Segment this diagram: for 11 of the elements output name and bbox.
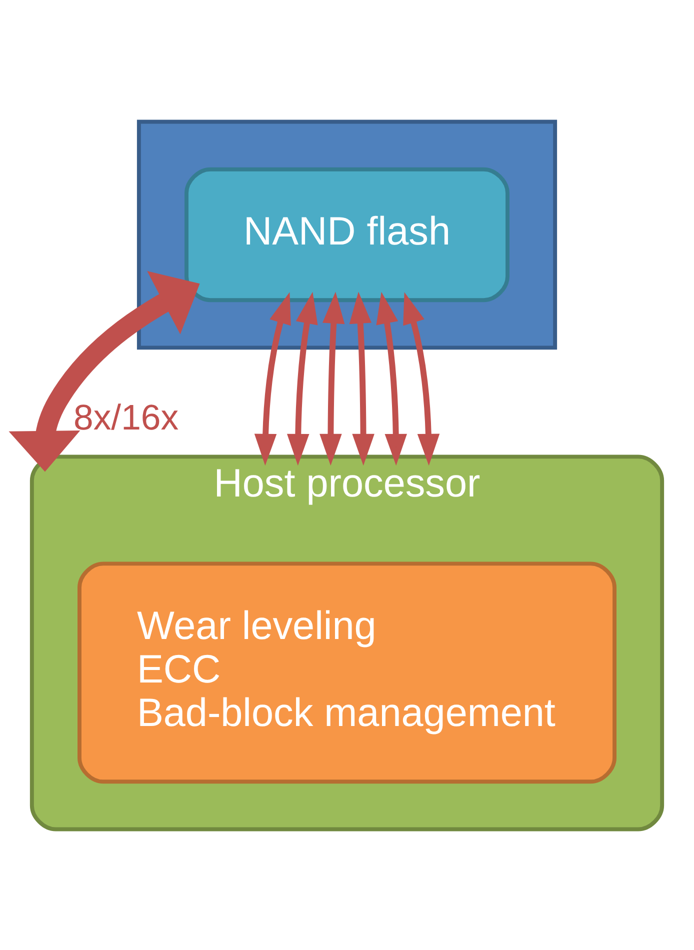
arrow <box>403 292 440 466</box>
arrow <box>376 291 407 466</box>
arrow <box>287 291 318 466</box>
edge-label: 8x/16x <box>74 397 179 438</box>
arrow <box>8 270 200 472</box>
arrow <box>320 291 345 466</box>
node-box: Wear leveling ECC Bad-block management <box>78 561 616 784</box>
arrow <box>254 292 291 466</box>
cluster <box>136 119 558 350</box>
arrow <box>349 291 374 466</box>
node-box: NAND flash <box>184 166 510 302</box>
